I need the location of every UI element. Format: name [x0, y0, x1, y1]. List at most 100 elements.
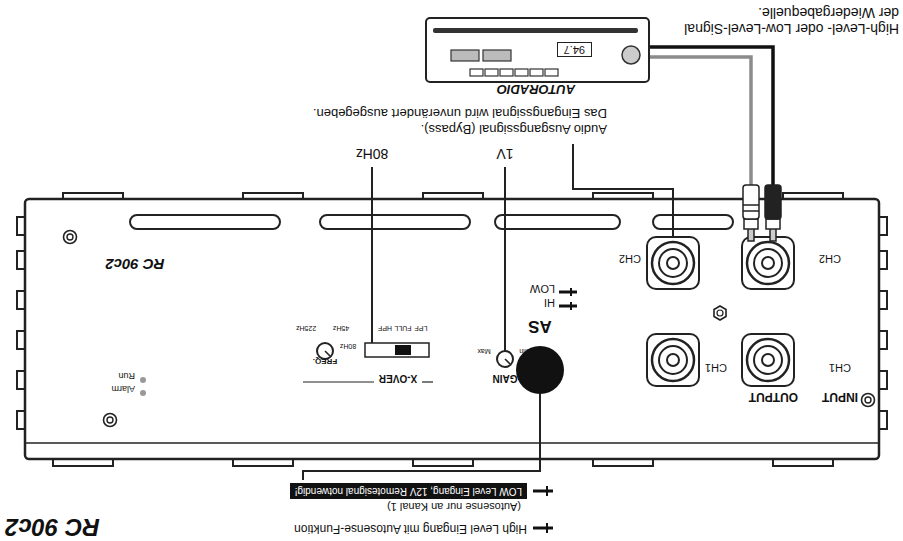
autosense-connector: [516, 346, 564, 394]
led-label: Run: [118, 369, 135, 387]
note: Das Eingangssignal wird unverändert ausg…: [313, 105, 607, 123]
audio-cable: [650, 57, 751, 199]
rca-jack: [742, 334, 794, 386]
autosense-label: AS: [528, 316, 552, 336]
housing-fins: [17, 193, 887, 466]
audio-cable: [650, 47, 773, 199]
control-label: GAIN: [493, 373, 518, 385]
scale-label: Max: [477, 345, 490, 363]
crossover-switch: [365, 343, 429, 357]
channel-label: CH2: [819, 252, 841, 265]
led-label: Alarm: [111, 384, 135, 394]
note: der Wiedergabequelle.: [758, 4, 899, 22]
note: High-Level- oder Low-Level-Signal: [684, 21, 899, 37]
rca-jack: [742, 237, 794, 289]
model-heading: RC 90c2: [5, 513, 100, 541]
control-label: GAIN: [493, 371, 518, 389]
callout-value: 1V: [496, 146, 513, 162]
callout-value: 1V: [496, 145, 513, 163]
scale-label: Max: [477, 347, 490, 355]
legend-swatch: [531, 485, 555, 497]
switch-position: LOW: [530, 281, 555, 299]
legend-item: High Level Eingang mit Autosense-Funktio…: [294, 521, 555, 535]
legend-note: (Autosense nur an Kanal 1): [387, 500, 521, 513]
car-radio: AUTORADIO94.7: [425, 17, 650, 83]
switch-position: FULL: [394, 324, 411, 332]
control-label: X-OVER: [379, 371, 417, 389]
frequency-knob: [317, 343, 333, 359]
scale-label: 80Hz: [340, 342, 356, 350]
led-label: Run: [118, 371, 135, 381]
hex-nut: [714, 306, 726, 320]
screw: [104, 414, 117, 427]
note: Das Eingangssignal wird unverändert ausg…: [313, 105, 607, 120]
channel-label: CH1: [705, 361, 727, 374]
frequency-display: 94.7: [557, 42, 592, 60]
amplifier-housing: RC 90c2: [25, 199, 879, 459]
legend-text: High Level Eingang mit Autosense-Funktio…: [294, 521, 527, 535]
amplifier-housing-outline: [25, 199, 879, 459]
legend-swatch: [531, 522, 555, 534]
note: Audio Ausgangssignal (Bypass).: [421, 121, 607, 136]
channel-label: CH2: [619, 251, 641, 269]
screw: [64, 231, 77, 244]
switch-symbol: [559, 288, 577, 310]
autosense-label: AS: [528, 316, 552, 336]
switch-position: LPF: [415, 322, 428, 340]
leader-line: [504, 167, 506, 351]
radio-heading: AUTORADIO: [497, 81, 575, 96]
scale-label: 45Hz: [333, 322, 349, 340]
status-led: [140, 390, 146, 396]
legend-text: LOW Level Eingang, 12V Remotesignal notw…: [290, 484, 527, 500]
radio-details: [433, 28, 640, 76]
panel-edge: [25, 442, 879, 444]
scale-label: 45Hz: [333, 324, 349, 332]
model-name: RC 90c2: [105, 255, 164, 273]
model-name: RC 90c2: [105, 256, 164, 273]
screw: [862, 394, 875, 407]
note: High-Level- oder Low-Level-Signal: [684, 20, 899, 38]
note: der Wiedergabequelle.: [758, 5, 899, 21]
legend-note: (Autosense nur an Kanal 1): [387, 499, 521, 517]
channel-label: CH1: [829, 360, 851, 378]
switch-position: FULL: [394, 322, 411, 340]
switch-slider: [395, 345, 411, 355]
status-led: [140, 377, 146, 383]
panel-label: INPUT: [822, 389, 858, 407]
led-label: Alarm: [111, 382, 135, 400]
callout-value: 80Hz: [356, 146, 389, 162]
panel-label: OUTPUT: [749, 389, 798, 407]
scale-label: 225Hz: [296, 324, 316, 332]
control-label: FREQ.: [313, 355, 337, 373]
switch-position: HI: [544, 296, 555, 309]
model-heading: RC 90c2: [5, 513, 100, 541]
switch-position: LOW: [530, 282, 555, 295]
panel-label: OUTPUT: [749, 389, 798, 403]
scale-label: Min: [519, 347, 530, 355]
control-label: X-OVER: [379, 373, 417, 385]
leader-line: [371, 167, 373, 343]
channel-label: CH1: [829, 361, 851, 374]
legend-item: LOW Level Eingang, 12V Remotesignal notw…: [290, 484, 555, 500]
switch-position: HPF: [378, 322, 392, 340]
radio-heading: AUTORADIO: [497, 81, 575, 99]
frequency-display: 94.7: [557, 42, 592, 57]
channel-label: CH2: [819, 251, 841, 269]
rca-plug: [765, 185, 781, 241]
note: Audio Ausgangssignal (Bypass).: [421, 121, 607, 139]
switch-position: HPF: [378, 324, 392, 332]
control-label: FREQ.: [313, 357, 337, 366]
switch-position: HI: [544, 295, 555, 313]
bypass-leader: [573, 144, 673, 236]
rca-plug: [743, 185, 759, 241]
vent-slots: [130, 215, 733, 229]
scale-label: 225Hz: [296, 322, 316, 340]
switch-position: LPF: [415, 324, 428, 332]
rca-jack: [647, 334, 699, 386]
scale-label: 80Hz: [340, 340, 356, 358]
callout-value: 80Hz: [356, 145, 389, 163]
gain-knob: [497, 351, 513, 367]
channel-label: CH2: [619, 252, 641, 265]
panel-label: INPUT: [822, 389, 858, 403]
rca-jack: [647, 237, 699, 289]
